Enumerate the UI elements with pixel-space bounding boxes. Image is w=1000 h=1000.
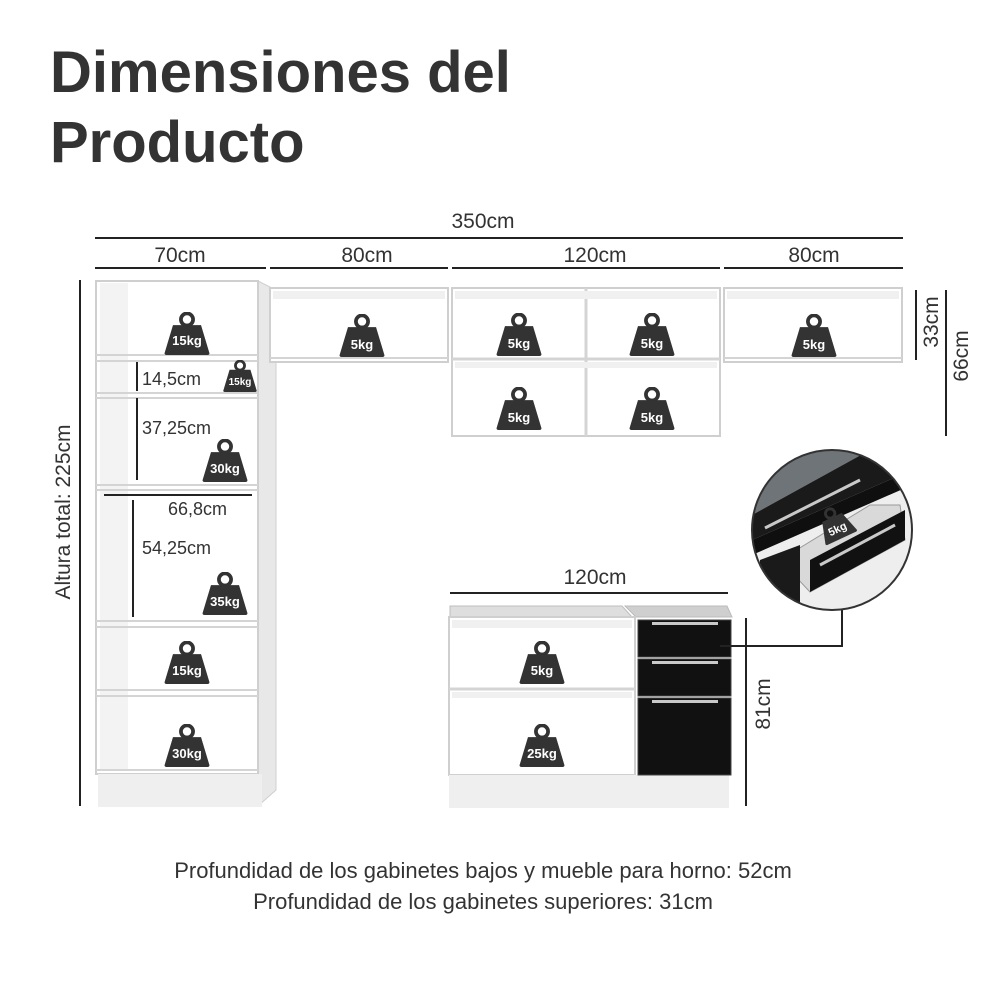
seg-tall-label: 70cm (154, 244, 205, 267)
base-height-label: 81cm (752, 678, 775, 729)
weight-upper-mid-2: 5kg (627, 313, 677, 356)
weight-upper-mid-3: 5kg (494, 387, 544, 430)
weight-upper-mid-4: 5kg (627, 387, 677, 430)
weight-base-top-label: 5kg (531, 663, 553, 678)
weight-tall-small-label: 15kg (229, 377, 252, 388)
weight-drawer: 5kg (811, 500, 859, 547)
drawer-magnifier-frame (751, 449, 913, 611)
weight-upper-right: 5kg (789, 314, 839, 357)
upper-mid-cabinet (451, 287, 721, 437)
upper-double-height-label: 66cm (950, 330, 973, 381)
total-height-label: Altura total: 225cm (52, 424, 75, 599)
title-line-2: Producto (50, 110, 305, 175)
shelf-1-label: 14,5cm (142, 369, 201, 389)
weight-tall-oven: 35kg (200, 572, 250, 615)
weight-base-bottom: 25kg (517, 724, 567, 767)
title-line-1: Dimensiones del (50, 40, 511, 105)
callout-line (720, 608, 843, 647)
weight-upper-mid-2-label: 5kg (641, 336, 663, 351)
weight-tall-mid: 30kg (200, 439, 250, 482)
weight-tall-lower: 15kg (162, 641, 212, 684)
page-title: Dimensiones del Producto (50, 38, 511, 178)
weight-base-bottom-label: 25kg (527, 746, 557, 761)
weight-base-top: 5kg (517, 641, 567, 684)
shelf-3-label: 54,25cm (142, 538, 211, 558)
weight-tall-bottom: 30kg (162, 724, 212, 767)
weight-upper-mid-1-label: 5kg (508, 336, 530, 351)
weight-tall-top-label: 15kg (172, 333, 202, 348)
weight-tall-mid-label: 30kg (210, 461, 240, 476)
weight-tall-small: 15kg (222, 360, 258, 392)
weight-upper-mid-1: 5kg (494, 313, 544, 356)
footer-base-depth: Profundidad de los gabinetes bajos y mue… (174, 858, 792, 883)
weight-upper-left-label: 5kg (351, 337, 373, 352)
weight-tall-top: 15kg (162, 312, 212, 355)
weight-upper-right-label: 5kg (803, 337, 825, 352)
base-cabinet (448, 605, 733, 808)
total-width-label: 350cm (451, 210, 514, 233)
top-dimension-lines (95, 237, 903, 269)
shelf-2-label: 37,25cm (142, 418, 211, 438)
weight-upper-mid-3-label: 5kg (508, 410, 530, 425)
weight-upper-mid-4-label: 5kg (641, 410, 663, 425)
upper-height-label: 33cm (920, 296, 943, 347)
tall-cabinet (95, 280, 277, 808)
weight-tall-oven-label: 35kg (210, 594, 240, 609)
footer-upper-depth: Profundidad de los gabinetes superiores:… (253, 889, 713, 914)
seg-upper-left-label: 80cm (341, 244, 392, 267)
weight-tall-lower-label: 15kg (172, 663, 202, 678)
weight-upper-left: 5kg (337, 314, 387, 357)
base-width-label: 120cm (563, 566, 626, 589)
weight-tall-bottom-label: 30kg (172, 746, 202, 761)
seg-upper-right-label: 80cm (788, 244, 839, 267)
seg-upper-mid-label: 120cm (563, 244, 626, 267)
inner-width-label: 66,8cm (168, 499, 227, 519)
drawer-magnifier (752, 450, 912, 610)
